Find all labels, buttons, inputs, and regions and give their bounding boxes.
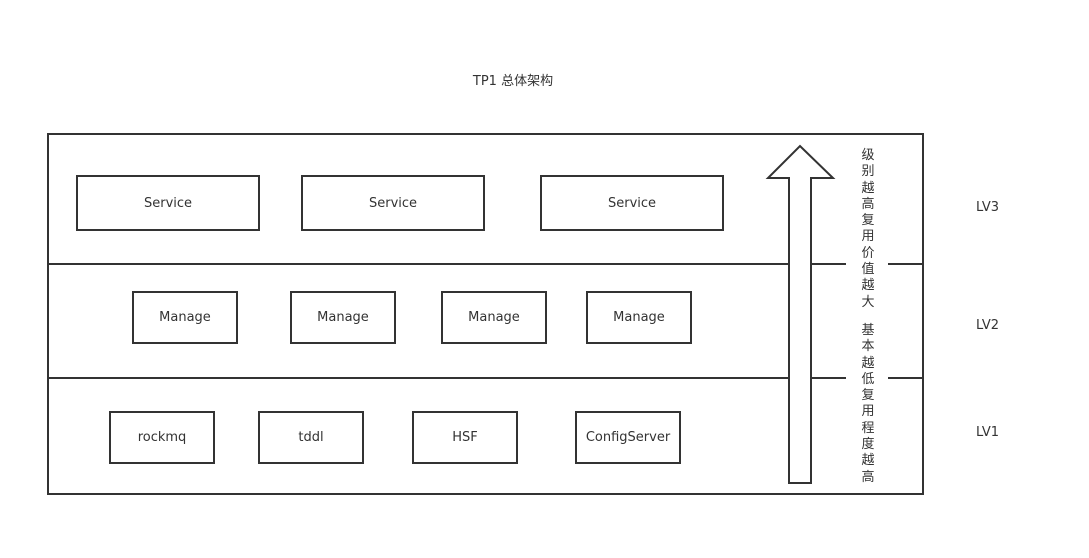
architecture-frame bbox=[47, 133, 924, 495]
level-label-lv1: LV1 bbox=[976, 425, 999, 440]
annotation-bottom: 基本越低复用程度越高 bbox=[861, 323, 875, 485]
annotation-top: 级别越高复用价值越大 bbox=[861, 148, 875, 310]
manage-box: Manage bbox=[441, 291, 547, 344]
service-box: Service bbox=[76, 175, 260, 231]
service-box: Service bbox=[540, 175, 724, 231]
manage-box: Manage bbox=[586, 291, 692, 344]
manage-box: Manage bbox=[132, 291, 238, 344]
tddl-box: tddl bbox=[258, 411, 364, 464]
divider-lv3-lv2 bbox=[47, 263, 846, 265]
divider-lv3-lv2-right bbox=[888, 263, 924, 265]
diagram-title: TP1 总体架构 bbox=[472, 74, 554, 89]
hsf-box: HSF bbox=[412, 411, 518, 464]
manage-box: Manage bbox=[290, 291, 396, 344]
divider-lv2-lv1 bbox=[47, 377, 846, 379]
rockmq-box: rockmq bbox=[109, 411, 215, 464]
divider-lv2-lv1-right bbox=[888, 377, 924, 379]
level-label-lv2: LV2 bbox=[976, 318, 999, 333]
service-box: Service bbox=[301, 175, 485, 231]
configserver-box: ConfigServer bbox=[575, 411, 681, 464]
level-label-lv3: LV3 bbox=[976, 200, 999, 215]
